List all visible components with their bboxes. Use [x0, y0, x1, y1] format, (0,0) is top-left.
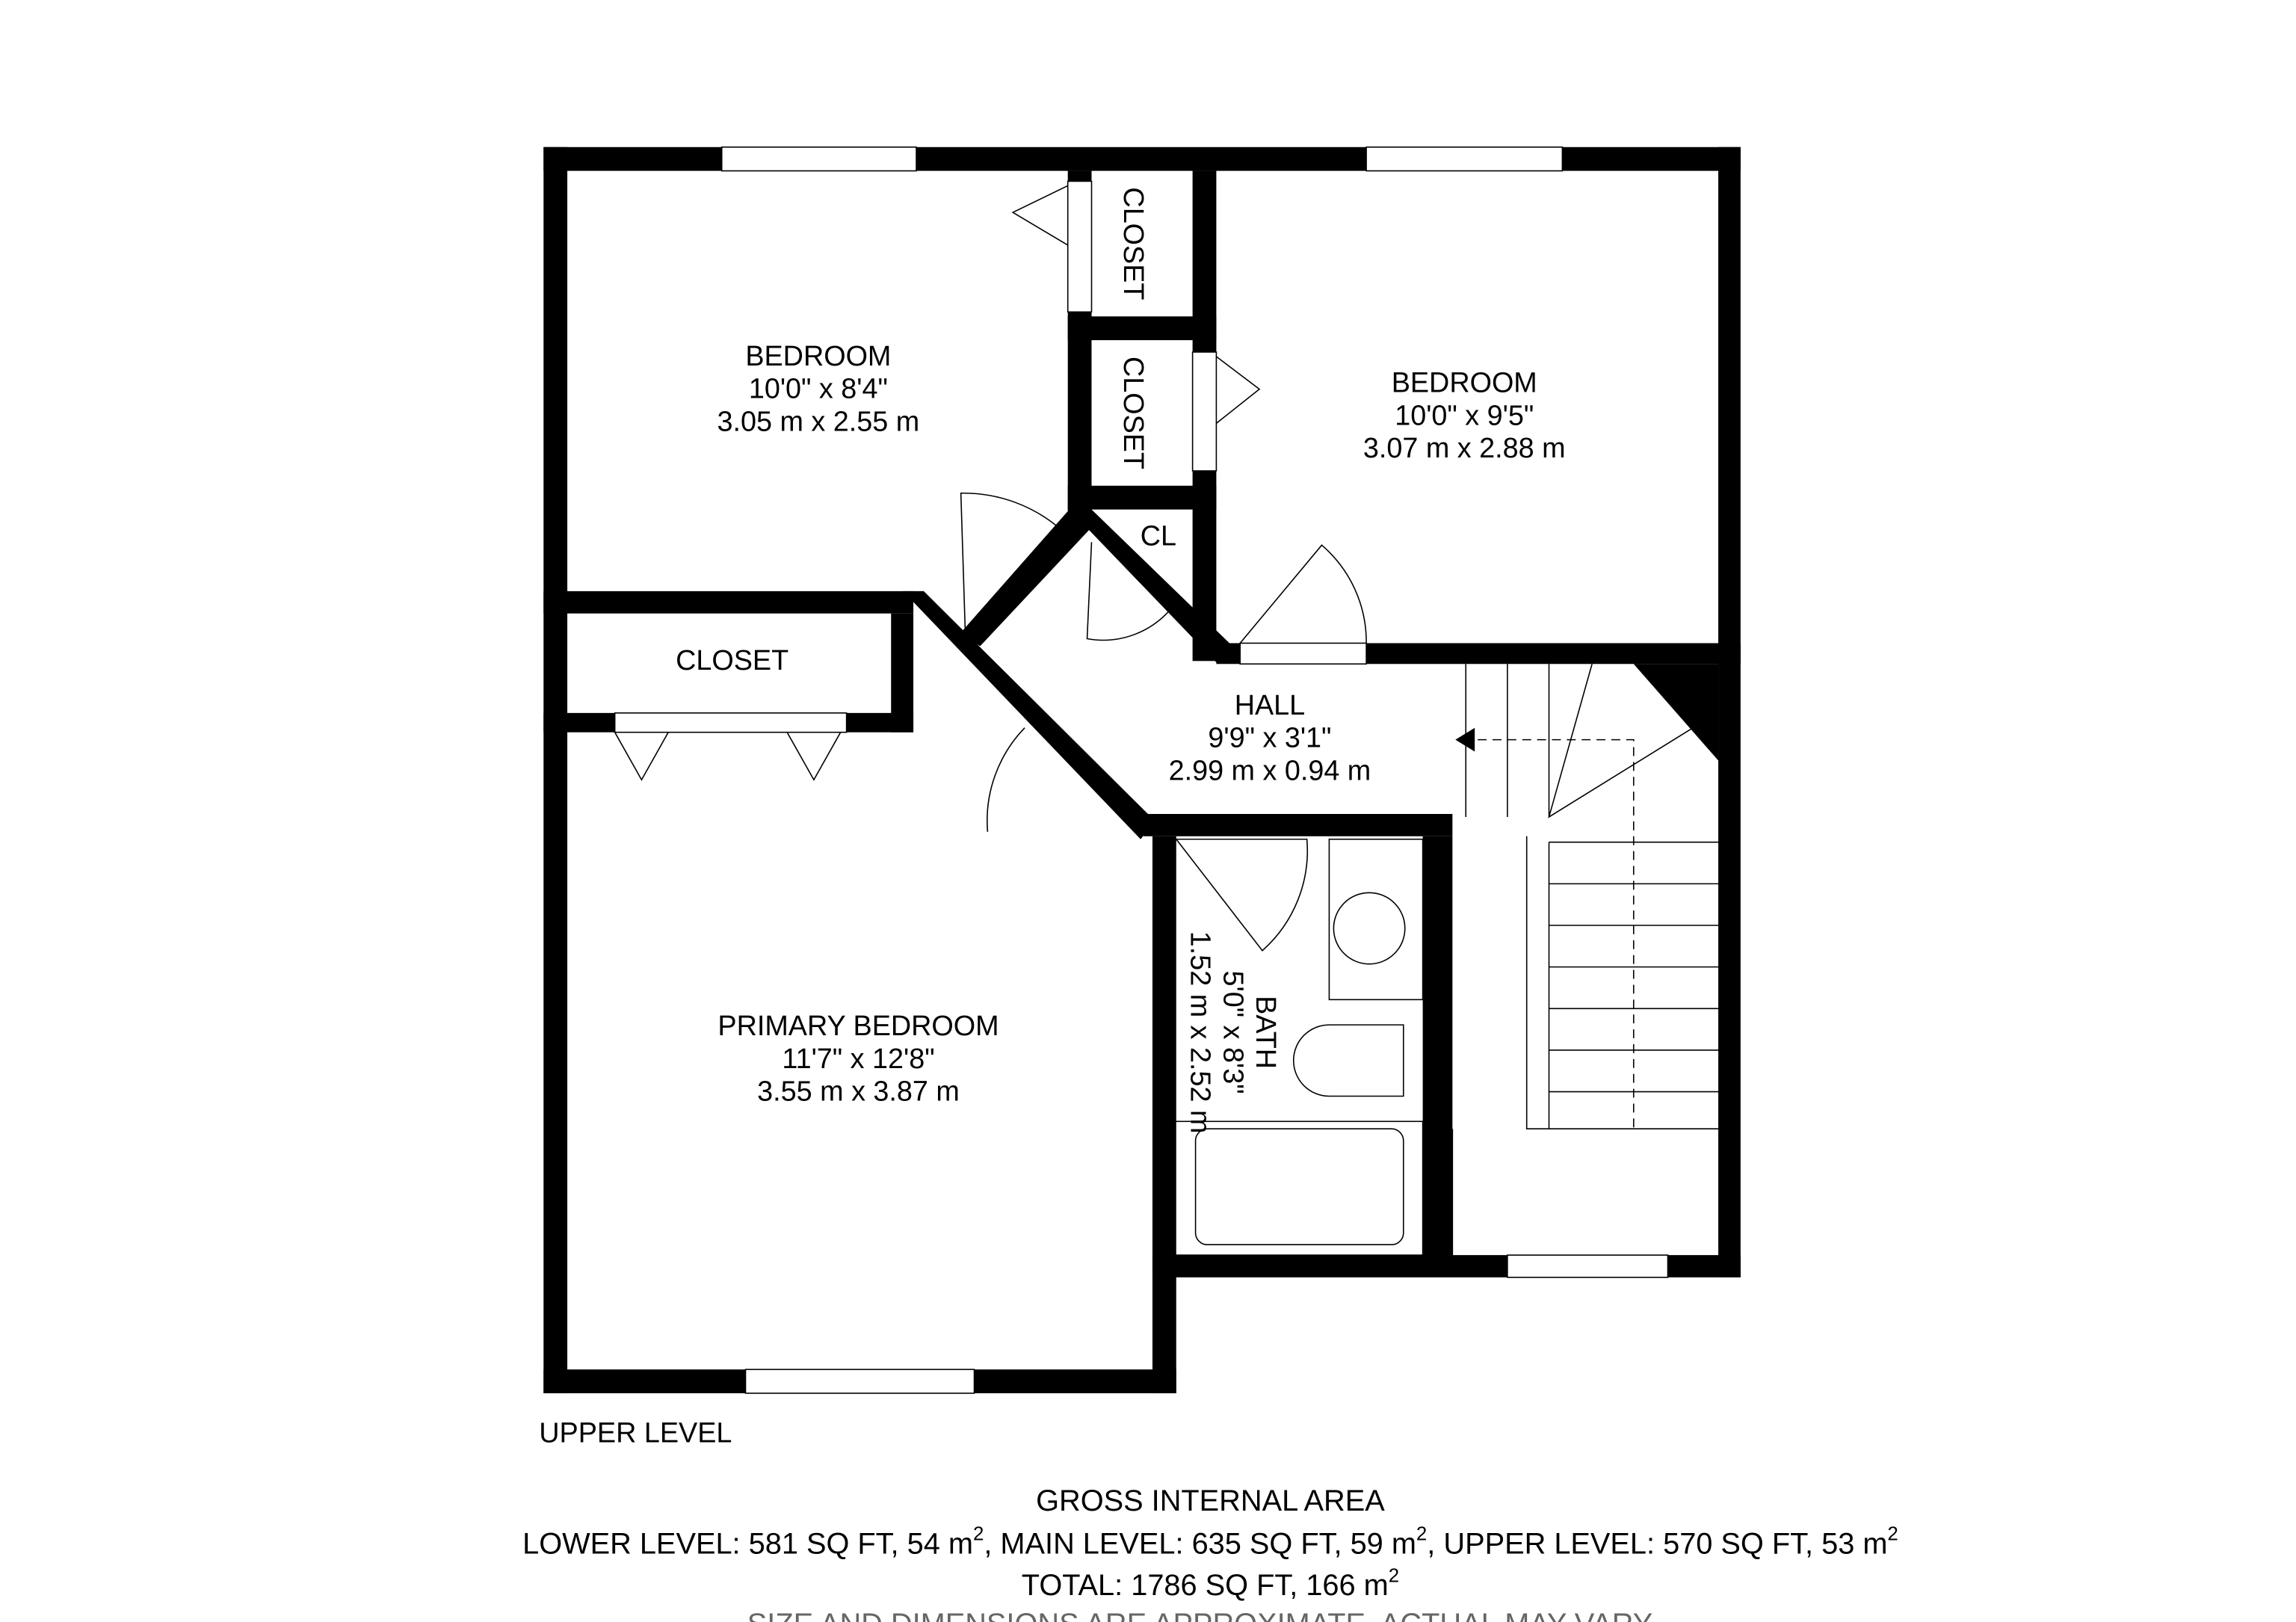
room-bedroom-1: BEDROOM 10'0" x 8'4" 3.05 m x 2.55 m — [718, 340, 920, 437]
room-dims-metric: 3.07 m x 2.88 m — [1363, 432, 1566, 463]
room-dims-imperial: 10'0" x 8'4" — [749, 373, 888, 404]
area-title: GROSS INTERNAL AREA — [1036, 1484, 1385, 1517]
windows — [720, 146, 1669, 1394]
room-name: BEDROOM — [745, 340, 891, 371]
bath-fixtures — [1172, 838, 1424, 1256]
closet-label: CLOSET — [1118, 357, 1149, 469]
room-dims-imperial: 11'7" x 12'8" — [782, 1043, 934, 1074]
room-dims-imperial: 5'0" x 8'3" — [1218, 971, 1249, 1094]
room-dims-metric: 1.52 m x 2.52 m — [1185, 931, 1217, 1134]
room-dims-imperial: 10'0" x 9'5" — [1395, 399, 1534, 431]
room-name: BATH — [1250, 996, 1282, 1069]
room-dims-metric: 3.05 m x 2.55 m — [718, 405, 920, 437]
area-summary: GROSS INTERNAL AREA LOWER LEVEL: 581 SQ … — [522, 1484, 1898, 1622]
room-primary-bedroom: PRIMARY BEDROOM 11'7" x 12'8" 3.55 m x 3… — [718, 1010, 999, 1106]
room-dims-imperial: 9'9" x 3'1" — [1208, 722, 1331, 753]
area-levels: LOWER LEVEL: 581 SQ FT, 54 m2, MAIN LEVE… — [522, 1524, 1898, 1561]
room-bath: BATH 5'0" x 8'3" 1.52 m x 2.52 m — [1185, 931, 1282, 1134]
disclaimer: SIZE AND DIMENSIONS ARE APPROXIMATE, ACT… — [747, 1608, 1652, 1622]
floor-label: UPPER LEVEL — [539, 1417, 732, 1449]
room-name: HALL — [1235, 689, 1305, 721]
room-dims-metric: 2.99 m x 0.94 m — [1169, 754, 1371, 786]
walls — [543, 147, 1741, 1393]
room-name: BEDROOM — [1392, 367, 1537, 398]
room-bedroom-2: BEDROOM 10'0" x 9'5" 3.07 m x 2.88 m — [1363, 367, 1566, 463]
area-total: TOTAL: 1786 SQ FT, 166 m2 — [1022, 1565, 1399, 1602]
room-name: PRIMARY BEDROOM — [718, 1010, 999, 1041]
doors — [614, 180, 1367, 952]
closet-label: CL — [1141, 519, 1176, 551]
room-hall: HALL 9'9" x 3'1" 2.99 m x 0.94 m — [1169, 689, 1371, 786]
closet-label: CLOSET — [676, 644, 789, 676]
room-dims-metric: 3.55 m x 3.87 m — [757, 1075, 960, 1106]
closet-label: CLOSET — [1118, 187, 1149, 300]
stairs — [1451, 664, 1719, 1256]
